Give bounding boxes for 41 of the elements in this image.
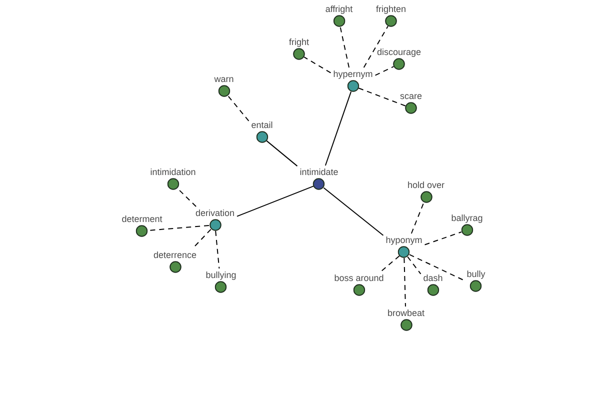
node-label: hold over: [406, 180, 446, 190]
node-label: warn: [213, 74, 235, 84]
dashed-connector-line: [374, 66, 394, 76]
dashed-connector-line: [404, 258, 406, 307]
dashed-connector-line: [380, 255, 400, 272]
dashed-connector-line: [227, 95, 250, 122]
node-label: hypernym: [332, 69, 374, 79]
node-label: bullying: [204, 270, 238, 280]
dashed-connector-line: [340, 26, 350, 68]
dashed-connector-line: [215, 230, 220, 269]
dashed-connector-line: [363, 26, 388, 68]
node-label: determent: [120, 214, 164, 224]
node-label: boss around: [333, 273, 385, 283]
connector-line: [236, 186, 314, 217]
dashed-connector-line: [176, 188, 197, 207]
node-label: deterrence: [152, 250, 198, 260]
node-label: dash: [422, 273, 444, 283]
node-label: frighten: [374, 4, 408, 14]
node-label: entail: [250, 120, 274, 130]
dashed-connector-line: [147, 225, 210, 231]
node-label: intimidate: [298, 167, 340, 177]
dashed-connector-line: [192, 228, 212, 249]
connector-line: [323, 187, 384, 236]
node-label: derivation: [194, 208, 236, 218]
node-label: intimidation: [149, 167, 197, 177]
dashed-connector-line: [408, 254, 465, 281]
node-label: ballyrag: [450, 213, 484, 223]
node-label: bully: [466, 269, 486, 279]
dashed-connector-line: [358, 88, 406, 106]
dashed-connector-line: [407, 256, 422, 274]
connector-line: [324, 91, 352, 166]
node-label: fright: [288, 37, 310, 47]
dashed-connector-line: [424, 231, 462, 246]
node-label: hyponym: [384, 235, 424, 245]
node-label: scare: [399, 91, 423, 101]
dashed-connector-line: [410, 202, 424, 234]
node-label: affright: [324, 4, 354, 14]
connector-line: [266, 140, 298, 167]
node-label: discourage: [376, 47, 422, 57]
node-label: browbeat: [386, 308, 426, 318]
dashed-connector-line: [304, 56, 332, 74]
